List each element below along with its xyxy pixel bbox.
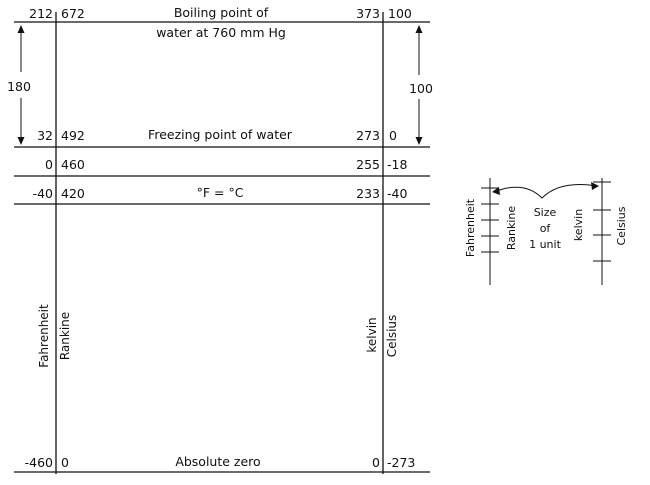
equal-rankine-value: 420	[61, 186, 85, 201]
equal-celsius-value: -40	[387, 186, 407, 201]
unit-size-inset: Size of 1 unit Fahrenheit Rankine kelvin…	[464, 178, 628, 285]
brace-arrow-right-icon	[591, 182, 599, 190]
celsius-axis-label: Celsius	[385, 315, 399, 358]
left-span-arrow-icon	[17, 25, 25, 145]
kelvin-axis-label: kelvin	[365, 317, 379, 352]
zero-f-fahrenheit-value: 0	[45, 157, 53, 172]
boiling-label-line-2: water at 760 mm Hg	[156, 25, 286, 40]
inset-kelvin-label: kelvin	[572, 209, 585, 241]
zero-f-rankine-value: 460	[61, 157, 85, 172]
inset-fahrenheit-label: Fahrenheit	[464, 198, 477, 257]
boiling-label-line-1: Boiling point of	[174, 5, 269, 20]
zero-f-kelvin-value: 255	[356, 157, 380, 172]
abs-zero-kelvin-value: 0	[372, 455, 380, 470]
zero-f-celsius-value: -18	[387, 157, 407, 172]
boiling-fahrenheit-value: 212	[29, 6, 53, 21]
boiling-kelvin-value: 373	[356, 6, 380, 21]
abs-zero-rankine-value: 0	[61, 455, 69, 470]
inset-celsius-label: Celsius	[615, 206, 628, 245]
freezing-label: Freezing point of water	[148, 127, 293, 142]
equal-point-label: °F = °C	[197, 185, 244, 200]
absolute-zero-label: Absolute zero	[175, 454, 260, 469]
freezing-celsius-value: 0	[389, 128, 397, 143]
brace-arrow-left-icon	[492, 187, 500, 195]
fahrenheit-axis-label: Fahrenheit	[37, 304, 51, 368]
rankine-axis-label: Rankine	[58, 312, 72, 360]
equal-fahrenheit-value: -40	[33, 186, 53, 201]
unit-size-line-2: of	[540, 222, 552, 235]
freezing-fahrenheit-value: 32	[37, 128, 53, 143]
boiling-celsius-value: 100	[388, 6, 412, 21]
right-span-arrow-icon	[415, 25, 423, 145]
abs-zero-celsius-value: -273	[387, 455, 415, 470]
right-span-value: 100	[409, 81, 433, 96]
freezing-rankine-value: 492	[61, 128, 85, 143]
left-span-value: 180	[7, 79, 31, 94]
freezing-kelvin-value: 273	[356, 128, 380, 143]
abs-zero-fahrenheit-value: -460	[25, 455, 53, 470]
boiling-rankine-value: 672	[61, 6, 85, 21]
unit-brace-icon	[493, 184, 598, 199]
inset-rankine-label: Rankine	[505, 206, 518, 251]
equal-kelvin-value: 233	[356, 186, 380, 201]
unit-size-line-1: Size	[534, 206, 557, 219]
unit-size-line-3: 1 unit	[529, 238, 561, 251]
